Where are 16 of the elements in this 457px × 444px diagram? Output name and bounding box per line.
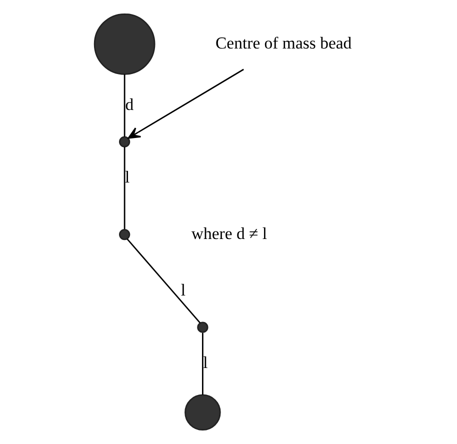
- connector: [126, 238, 201, 324]
- node-circle: [197, 322, 208, 333]
- node-circle: [119, 136, 130, 148]
- edge-label: l: [203, 352, 208, 372]
- connector: [202, 332, 204, 395]
- node-circle: [94, 13, 156, 75]
- arrow: [128, 68, 244, 139]
- connector: [124, 146, 126, 230]
- edge-label: l: [180, 280, 186, 300]
- label: where d ≠ l: [191, 224, 268, 243]
- node-circle: [119, 228, 130, 240]
- node-circle: [184, 394, 221, 431]
- node-text: Centre of mass bead: [216, 33, 352, 52]
- edge-label: l: [125, 167, 130, 186]
- edge-label: d: [125, 94, 134, 114]
- connector: [124, 74, 126, 137]
